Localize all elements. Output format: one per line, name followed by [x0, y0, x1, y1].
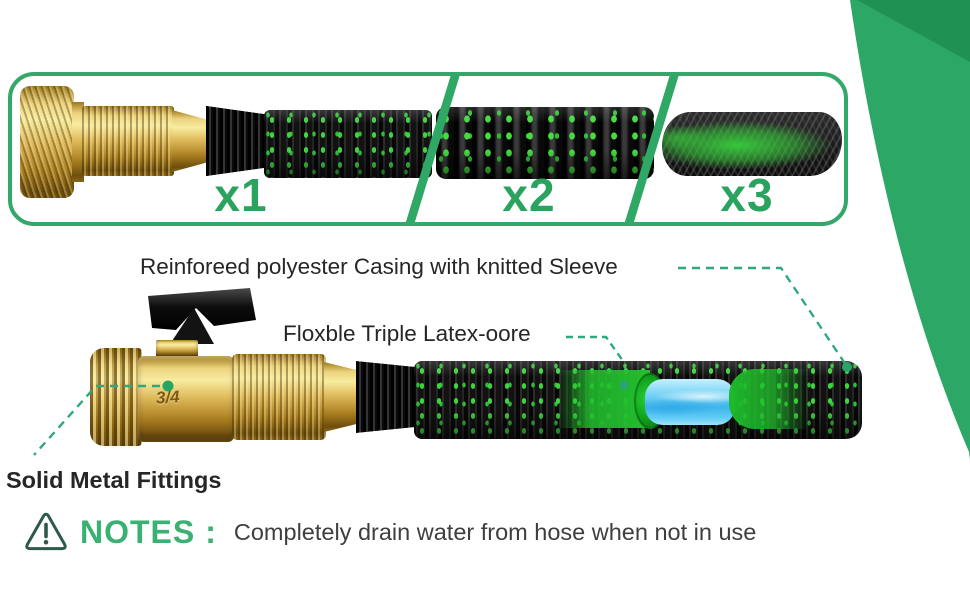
- notes-row: NOTES : Completely drain water from hose…: [24, 508, 756, 556]
- hose-layers-panel: x1 x2 x3: [8, 72, 848, 226]
- valve-body: [138, 356, 234, 442]
- notes-colon: :: [205, 513, 216, 550]
- panel1-fitting-taper: [172, 110, 208, 172]
- panel3-knitted-sleeve: [662, 112, 842, 176]
- sleeve-annotation-label: Reinforeed polyester Casing with knitted…: [140, 254, 618, 279]
- panel1-fitting-nut: [20, 86, 74, 198]
- threaded-male-fitting: [90, 348, 142, 446]
- knurled-coupling-nut: [232, 354, 326, 440]
- notes-heading: NOTES: [80, 513, 196, 550]
- layer-count-label-x3: x3: [720, 169, 774, 221]
- latex-core-tube: [645, 379, 735, 425]
- layer-count-label-x2: x2: [502, 169, 556, 221]
- latex-annotation-label: Floxble Triple Latex-oore: [283, 321, 531, 346]
- valve-lever-stem: [170, 308, 214, 344]
- swoosh-dark-shape: [857, 0, 970, 62]
- notes-text: Completely drain water from hose when no…: [233, 518, 757, 545]
- swoosh-light-shape: [850, 0, 970, 460]
- hose-collar: [356, 361, 418, 433]
- panel1-braided-hose: [264, 110, 432, 178]
- sleeve-glow-right: [729, 369, 809, 429]
- panel1-fitting-step: [72, 102, 84, 182]
- panel1-hose-collar: [206, 106, 266, 176]
- panel1-fitting-body: [82, 106, 174, 176]
- fittings-annotation-label: Solid Metal Fittings: [6, 467, 222, 493]
- valve-lever-blade: [148, 288, 256, 330]
- fitting-taper: [324, 362, 358, 432]
- valve-stem-nut: [156, 340, 198, 358]
- panel2-scrunched-hose: [436, 107, 654, 179]
- layer-count-label-x1: x1: [214, 169, 268, 221]
- latex-pointer-marker: [620, 381, 628, 389]
- warning-triangle-icon: [25, 512, 67, 551]
- valve-lever: [148, 288, 256, 344]
- fitting-size-marking: 3/4: [155, 387, 181, 408]
